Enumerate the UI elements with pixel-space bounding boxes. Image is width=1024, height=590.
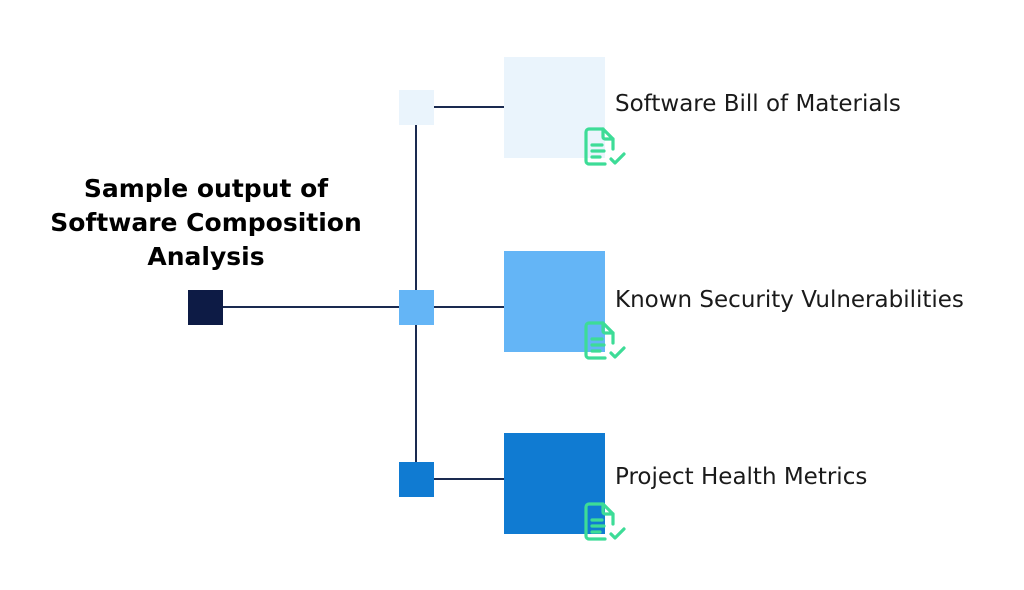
output-label-vulnerabilities: Known Security Vulnerabilities [615, 287, 964, 313]
root-connector-line [222, 306, 400, 308]
document-check-icon [584, 127, 626, 166]
output-label-health-metrics: Project Health Metrics [615, 464, 868, 490]
document-check-icon [584, 502, 626, 541]
document-check-icon [584, 321, 626, 360]
title-line-3: Analysis [147, 242, 265, 271]
output-box-1 [504, 57, 605, 158]
output-label-sbom: Software Bill of Materials [615, 91, 901, 117]
branch-line-1 [433, 106, 505, 108]
diagram-title: Sample output of Software Composition An… [40, 172, 372, 274]
branch-node-2 [399, 290, 434, 325]
title-line-1: Sample output of [83, 174, 329, 203]
root-node [188, 290, 223, 325]
branch-line-2 [433, 306, 505, 308]
branch-node-1 [399, 90, 434, 125]
branch-line-3 [433, 478, 505, 480]
output-box-2 [504, 251, 605, 352]
branch-node-3 [399, 462, 434, 497]
title-line-2: Software Composition [50, 208, 362, 237]
output-box-3 [504, 433, 605, 534]
